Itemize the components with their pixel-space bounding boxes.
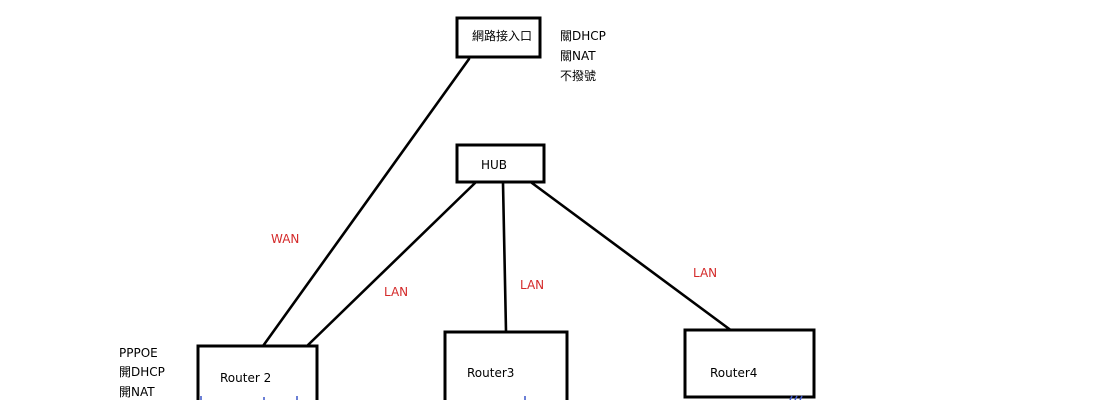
edge-mark-6 bbox=[794, 395, 798, 400]
link-label-lan-router4: LAN bbox=[693, 266, 717, 280]
gateway-note-2: 關NAT bbox=[560, 49, 596, 63]
router2-notes: PPPOE 開DHCP 開NAT bbox=[119, 346, 165, 399]
link-label-lan-router3: LAN bbox=[520, 278, 544, 292]
bottom-edge-marks bbox=[200, 395, 803, 400]
edge-mark-7 bbox=[799, 395, 803, 400]
node-gateway-label: 網路接入口 bbox=[472, 28, 532, 43]
edge-mark-5 bbox=[789, 395, 793, 400]
node-router2-label: Router 2 bbox=[220, 371, 271, 385]
node-hub: HUB bbox=[455, 143, 546, 184]
link-gateway-router2 bbox=[261, 57, 471, 348]
node-router4: Router4 bbox=[683, 328, 816, 399]
gateway-note-3: 不撥號 bbox=[560, 68, 596, 83]
link-label-lan-router2: LAN bbox=[384, 285, 408, 299]
node-router2: Router 2 bbox=[196, 344, 319, 400]
gateway-notes: 關DHCP 關NAT 不撥號 bbox=[560, 29, 606, 83]
node-router3: Router3 bbox=[443, 330, 569, 400]
node-gateway: 網路接入口 bbox=[455, 16, 542, 59]
router2-note-3: 開NAT bbox=[119, 385, 155, 399]
link-hub-router2 bbox=[306, 181, 477, 347]
link-label-wan: WAN bbox=[271, 232, 299, 246]
link-hub-router3 bbox=[501, 181, 508, 333]
router2-note-1: PPPOE bbox=[119, 346, 158, 360]
gateway-note-1: 關DHCP bbox=[560, 29, 606, 43]
link-hub-router4 bbox=[530, 181, 738, 336]
node-router3-label: Router3 bbox=[467, 366, 514, 380]
router2-note-2: 開DHCP bbox=[119, 365, 165, 379]
node-router4-label: Router4 bbox=[710, 366, 757, 380]
node-hub-label: HUB bbox=[481, 158, 507, 172]
